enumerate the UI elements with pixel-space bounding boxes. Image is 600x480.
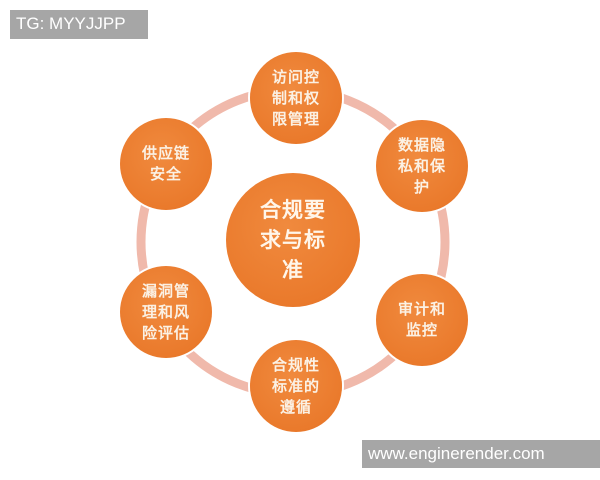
center-label: 合规要 求与标 准	[260, 198, 326, 282]
node-supply-chain: 供应链 安全	[120, 118, 212, 210]
node-label: 供应链 安全	[141, 144, 190, 183]
node-label: 漏洞管 理和风 险评估	[141, 281, 190, 342]
node-label: 数据隐 私和保 护	[397, 135, 446, 196]
center-hub: 合规要 求与标 准	[226, 173, 360, 307]
node-data-privacy: 数据隐 私和保 护	[376, 120, 468, 212]
node-audit-monitoring: 审计和 监控	[376, 274, 468, 366]
node-label: 合规性 标准的 遵循	[271, 355, 320, 416]
node-label: 访问控 制和权 限管理	[271, 67, 320, 128]
node-compliance-standards: 合规性 标准的 遵循	[250, 340, 342, 432]
watermark-top: TG: MYYJJPP	[10, 10, 148, 39]
node-access-control: 访问控 制和权 限管理	[250, 52, 342, 144]
watermark-bottom: www.enginerender.com	[362, 440, 600, 468]
node-vulnerability-risk: 漏洞管 理和风 险评估	[120, 266, 212, 358]
node-label: 审计和 监控	[397, 300, 446, 339]
